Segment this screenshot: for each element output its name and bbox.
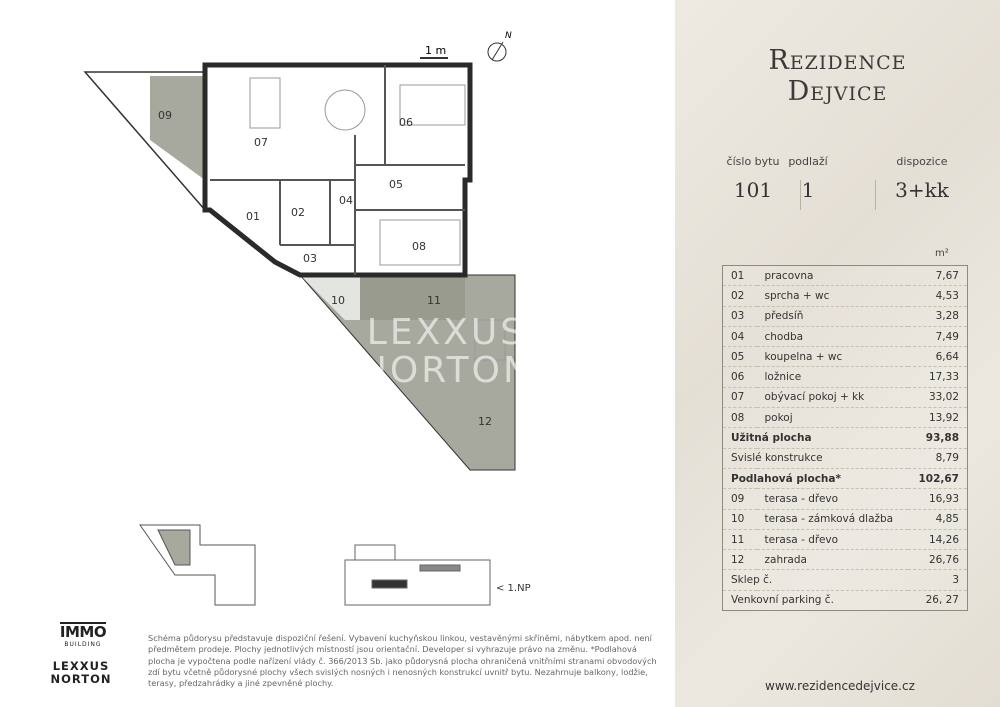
- room-area: 7,67: [907, 265, 968, 287]
- room-number: 11: [722, 529, 757, 551]
- room-number: 01: [722, 265, 757, 287]
- room-name: ložnice: [756, 366, 908, 388]
- room-number: 10: [722, 509, 757, 530]
- room-number: 02: [722, 285, 757, 307]
- scale-label: 1 m: [425, 44, 446, 57]
- room-name: terasa - zámková dlažba: [756, 509, 908, 530]
- room-area: 3: [907, 569, 968, 591]
- room-name: Venkovní parking č.: [722, 590, 908, 612]
- room-name: pokoj: [756, 407, 908, 429]
- room-label: 12: [478, 415, 492, 428]
- north-arrow-icon: N: [487, 31, 512, 62]
- room-area: 93,88: [907, 427, 968, 449]
- site-key-plan: [139, 524, 256, 606]
- room-label: 05: [389, 178, 403, 191]
- room-labels: 09 07 06 05 04 01 02 03 08 10 11 12: [158, 109, 492, 428]
- room-number: 04: [722, 326, 757, 348]
- room-label: 02: [291, 206, 305, 219]
- room-number: 03: [722, 306, 757, 327]
- title-line1: Rezidence: [768, 45, 907, 76]
- room-name: obývací pokoj + kk: [756, 387, 908, 409]
- room-area: 3,28: [907, 306, 968, 327]
- room-name: Užitná plocha: [722, 427, 908, 449]
- room-area: 26, 27: [907, 590, 968, 612]
- table-row: Venkovní parking č.26, 27: [722, 590, 968, 612]
- room-area: 6,64: [907, 346, 968, 368]
- room-name: terasa - dřevo: [756, 488, 908, 510]
- website-link[interactable]: www.rezidencedejvice.cz: [765, 679, 915, 693]
- room-area: 7,49: [907, 326, 968, 348]
- room-area: 102,67: [907, 468, 968, 490]
- room-area: 17,33: [907, 366, 968, 388]
- room-name: Podlahová plocha*: [722, 468, 908, 490]
- table-row: Podlahová plocha*102,67: [722, 468, 968, 490]
- room-area: 4,53: [907, 285, 968, 307]
- room-label: 11: [427, 294, 441, 307]
- room-label: 06: [399, 116, 413, 129]
- room-name: terasa - dřevo: [756, 529, 908, 551]
- room-name: sprcha + wc: [756, 285, 908, 307]
- table-row: Sklep č.3: [722, 569, 968, 591]
- room-number: 07: [722, 387, 757, 409]
- room-number: 06: [722, 366, 757, 388]
- room-name: pracovna: [756, 265, 908, 287]
- room-number: 12: [722, 549, 757, 571]
- svg-text:N: N: [505, 31, 512, 41]
- area-unit: m²: [935, 248, 949, 259]
- room-label: 10: [331, 294, 345, 307]
- floor-marker: < 1.NP: [496, 583, 531, 594]
- room-area: 16,93: [907, 488, 968, 510]
- room-label: 04: [339, 194, 353, 207]
- title-line2: Dejvice: [787, 76, 888, 107]
- divider: [875, 180, 876, 210]
- room-name: koupelna + wc: [756, 346, 908, 368]
- room-area: 26,76: [907, 549, 968, 571]
- room-name: Svislé konstrukce: [722, 448, 908, 469]
- room-name: předsíň: [756, 306, 908, 327]
- room-area: 8,79: [907, 448, 968, 469]
- disclaimer-note: Schéma půdorysu představuje dispoziční ř…: [148, 633, 657, 689]
- room-name: chodba: [756, 326, 908, 348]
- room-label: 01: [246, 210, 260, 223]
- room-label: 09: [158, 109, 172, 122]
- room-area: 33,02: [907, 387, 968, 409]
- room-number: 09: [722, 488, 757, 510]
- room-number: 08: [722, 407, 757, 429]
- room-label: 03: [303, 252, 317, 265]
- room-number: 05: [722, 346, 757, 368]
- room-area: 14,26: [907, 529, 968, 551]
- room-name: Sklep č.: [722, 569, 908, 591]
- room-label: 08: [412, 240, 426, 253]
- divider: [800, 180, 801, 210]
- building-elevation: [344, 544, 491, 606]
- room-area: 13,92: [907, 407, 968, 429]
- room-area: 4,85: [907, 509, 968, 530]
- floor-plan: 09 07 06 05 04 01 02 03 08 10 11 12 1 m …: [83, 31, 516, 606]
- room-label: 07: [254, 136, 268, 149]
- room-name: zahrada: [756, 549, 908, 571]
